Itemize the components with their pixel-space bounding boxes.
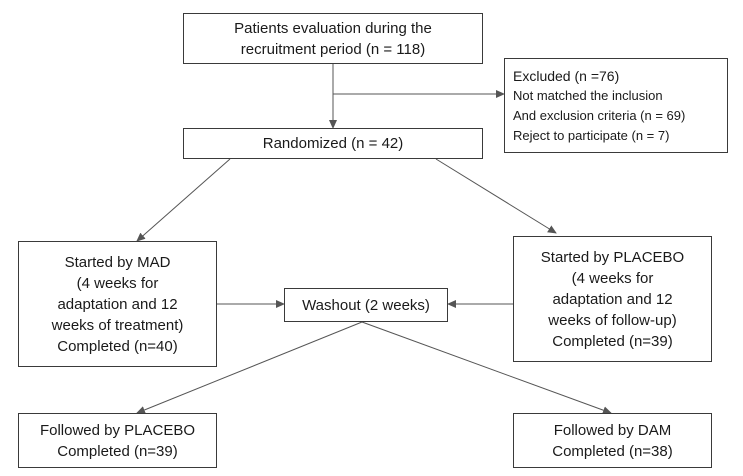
randomized-label: Randomized (n = 42) <box>262 135 404 152</box>
arrow-randomized-to-placebo <box>435 158 557 234</box>
started-placebo-line-2: (4 weeks for <box>571 269 654 287</box>
followed-placebo-line-1: Followed by PLACEBO <box>39 421 196 439</box>
arrow-washout-to-followed-dam <box>361 321 612 415</box>
washout-label: Washout (2 weeks) <box>302 296 430 314</box>
started-placebo-line-1: Started by PLACEBO <box>540 248 685 266</box>
excluded-box: Excluded (n =76) Not matched the inclusi… <box>504 58 728 153</box>
started-mad-line-4: weeks of treatment) <box>51 316 184 334</box>
started-mad-line-2: (4 weeks for <box>76 274 159 292</box>
excluded-line-2: And exclusion criteria (n = 69) <box>513 107 686 123</box>
started-mad-line-3: adaptation and 12 <box>57 295 178 313</box>
started-mad-box: Started by MAD (4 weeks for adaptation a… <box>18 241 217 367</box>
randomized-box: Randomized (n = 42) <box>183 128 483 159</box>
excluded-title: Excluded (n =76) <box>513 67 620 84</box>
arrow-randomized-to-mad <box>136 158 231 242</box>
evaluation-line-1: Patients evaluation during the <box>234 19 432 37</box>
started-placebo-line-3: adaptation and 12 <box>552 290 673 308</box>
started-placebo-line-4: weeks of follow-up) <box>548 311 677 329</box>
washout-box: Washout (2 weeks) <box>284 288 448 322</box>
started-placebo-box: Started by PLACEBO (4 weeks for adaptati… <box>513 236 712 362</box>
followed-dam-line-1: Followed by DAM <box>553 421 672 439</box>
started-mad-line-1: Started by MAD <box>64 253 171 271</box>
evaluation-box: Patients evaluation during the recruitme… <box>183 13 483 64</box>
evaluation-line-2: recruitment period (n = 118) <box>240 40 426 58</box>
excluded-line-3: Reject to participate (n = 7) <box>513 127 670 143</box>
arrow-washout-to-followed-placebo <box>136 321 363 414</box>
followed-placebo-box: Followed by PLACEBO Completed (n=39) <box>18 413 217 468</box>
followed-dam-line-2: Completed (n=38) <box>552 442 673 460</box>
started-placebo-line-5: Completed (n=39) <box>552 332 673 350</box>
started-mad-line-5: Completed (n=40) <box>57 337 178 355</box>
followed-placebo-line-2: Completed (n=39) <box>57 442 178 460</box>
excluded-line-1: Not matched the inclusion <box>513 87 663 103</box>
followed-dam-box: Followed by DAM Completed (n=38) <box>513 413 712 468</box>
